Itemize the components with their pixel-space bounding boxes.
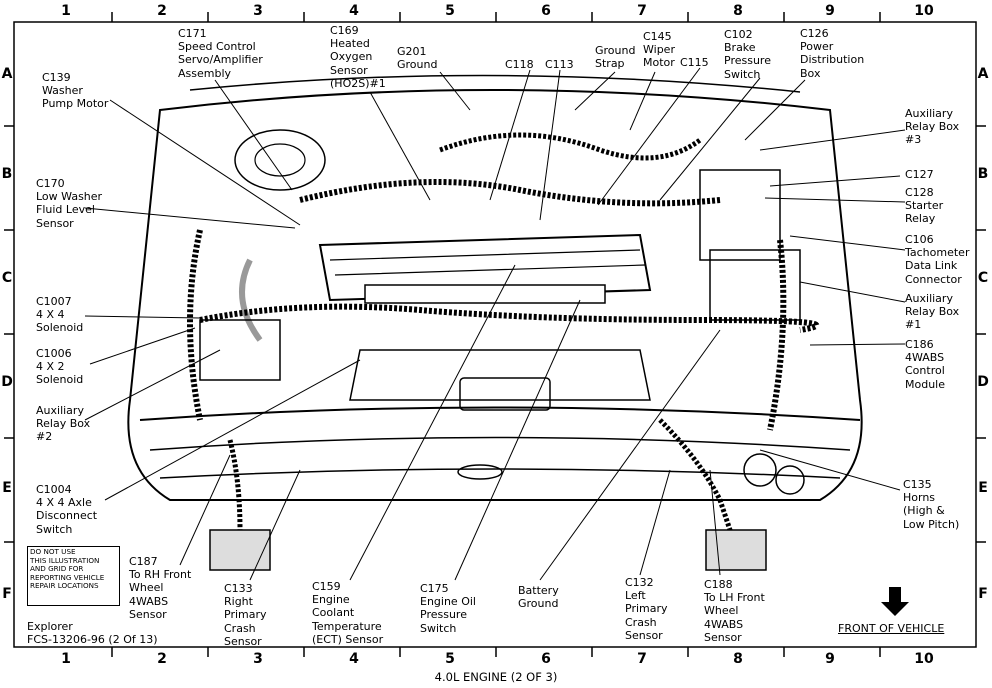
front-of-vehicle-label: FRONT OF VEHICLE bbox=[838, 622, 945, 635]
grid-ticks bbox=[4, 12, 986, 657]
grid-col-5-bottom: 5 bbox=[445, 651, 455, 667]
label-c118: C118 bbox=[505, 58, 534, 71]
grid-col-4-bottom: 4 bbox=[349, 651, 359, 667]
grid-col-10-bottom: 10 bbox=[914, 651, 934, 667]
grid-row-f: F bbox=[2, 586, 12, 602]
label-c186: C186 4WABS Control Module bbox=[905, 338, 945, 391]
label-c127: C127 bbox=[905, 168, 934, 181]
grid-row-a-right: A bbox=[977, 66, 989, 82]
grid-row-e: E bbox=[2, 480, 12, 496]
label-c132: C132 Left Primary Crash Sensor bbox=[625, 576, 668, 642]
label-c133: C133 Right Primary Crash Sensor bbox=[224, 582, 267, 648]
grid-row-d: D bbox=[1, 374, 13, 390]
grid-col-9: 9 bbox=[825, 3, 835, 19]
label-aux-relay-3: Auxiliary Relay Box #3 bbox=[905, 107, 960, 147]
label-c135: C135 Horns (High & Low Pitch) bbox=[903, 478, 960, 531]
label-c1004: C1004 4 X 4 Axle Disconnect Switch bbox=[36, 483, 98, 536]
engine-bay-illustration bbox=[127, 74, 863, 571]
usage-notice: DO NOT USE THIS ILLUSTRATION AND GRID FO… bbox=[27, 546, 120, 606]
label-c171: C171 Speed Control Servo/Amplifier Assem… bbox=[178, 27, 263, 80]
label-c102: C102 Brake Pressure Switch bbox=[724, 28, 771, 81]
grid-col-1: 1 bbox=[61, 3, 71, 19]
grid-col-1-bottom: 1 bbox=[61, 651, 71, 667]
grid-row-d-right: D bbox=[977, 374, 989, 390]
grid-col-6-bottom: 6 bbox=[541, 651, 551, 667]
grid-col-5: 5 bbox=[445, 3, 455, 19]
diagram-title: 4.0L ENGINE (2 OF 3) bbox=[434, 670, 558, 684]
grid-border bbox=[13, 21, 977, 648]
grid-col-10: 10 bbox=[914, 3, 934, 19]
label-c1007: C1007 4 X 4 Solenoid bbox=[36, 295, 84, 335]
leader-lines bbox=[84, 67, 906, 581]
label-c115: C115 bbox=[680, 56, 709, 69]
grid-row-e-right: E bbox=[978, 480, 988, 496]
label-c187: C187 To RH Front Wheel 4WABS Sensor bbox=[129, 555, 192, 621]
label-aux-relay-1: Auxiliary Relay Box #1 bbox=[905, 292, 960, 332]
label-g201: G201 Ground bbox=[397, 45, 438, 72]
grid-col-6: 6 bbox=[541, 3, 551, 19]
grid-row-c: C bbox=[1, 270, 13, 286]
grid-col-7: 7 bbox=[637, 3, 647, 19]
label-c170: C170 Low Washer Fluid Level Sensor bbox=[36, 177, 103, 230]
grid-row-b: B bbox=[1, 166, 13, 182]
figure-caption: Explorer FCS-13206-96 (2 Of 13) bbox=[27, 620, 158, 647]
label-ground-strap: Ground Strap bbox=[595, 44, 636, 71]
grid-col-7-bottom: 7 bbox=[637, 651, 647, 667]
label-aux-relay-2: Auxiliary Relay Box #2 bbox=[36, 404, 91, 444]
label-c169: C169 Heated Oxygen Sensor (HO2S)#1 bbox=[330, 24, 386, 90]
grid-row-b-right: B bbox=[977, 166, 989, 182]
label-c175: C175 Engine Oil Pressure Switch bbox=[420, 582, 476, 635]
label-c126: C126 Power Distribution Box bbox=[800, 27, 865, 80]
grid-col-2-bottom: 2 bbox=[157, 651, 167, 667]
grid-col-4: 4 bbox=[349, 3, 359, 19]
grid-col-3: 3 bbox=[253, 3, 263, 19]
grid-col-8: 8 bbox=[733, 3, 743, 19]
grid-col-9-bottom: 9 bbox=[825, 651, 835, 667]
grid-col-2: 2 bbox=[157, 3, 167, 19]
label-c113: C113 bbox=[545, 58, 574, 71]
grid-col-3-bottom: 3 bbox=[253, 651, 263, 667]
label-c106: C106 Tachometer Data Link Connector bbox=[905, 233, 970, 286]
label-c188: C188 To LH Front Wheel 4WABS Sensor bbox=[704, 578, 765, 644]
label-c159: C159 Engine Coolant Temperature (ECT) Se… bbox=[312, 580, 384, 646]
grid-row-f-right: F bbox=[978, 586, 988, 602]
grid-row-c-right: C bbox=[977, 270, 989, 286]
label-c145: C145 Wiper Motor bbox=[643, 30, 675, 70]
down-arrow-icon bbox=[881, 587, 909, 616]
label-c128: C128 Starter Relay bbox=[905, 186, 944, 226]
label-c1006: C1006 4 X 2 Solenoid bbox=[36, 347, 84, 387]
grid-row-a: A bbox=[1, 66, 13, 82]
label-battery-ground: Battery Ground bbox=[518, 584, 559, 611]
grid-col-8-bottom: 8 bbox=[733, 651, 743, 667]
label-c139: C139 Washer Pump Motor bbox=[42, 71, 109, 111]
